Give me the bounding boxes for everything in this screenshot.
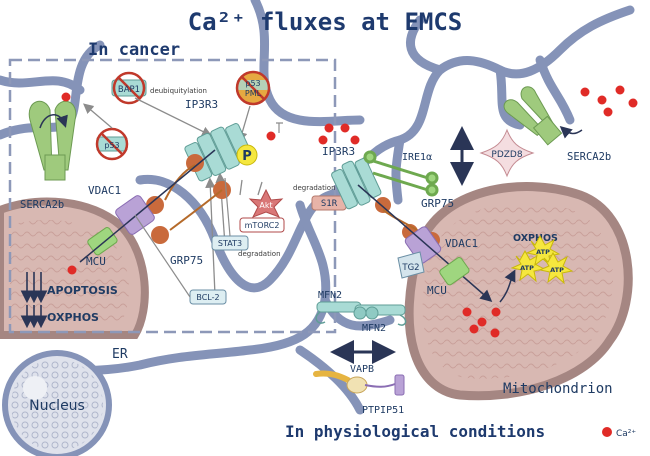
- serca2b-label-cancer: SERCA2b: [20, 199, 64, 211]
- degradation-label-phys: degradation: [293, 184, 336, 192]
- ca-flux-line-phys: [357, 184, 493, 302]
- bap1-inhibited: [111, 71, 147, 105]
- ip3r3-channel-phys: [331, 157, 382, 210]
- bap1-label: BAP1: [118, 85, 140, 95]
- calcium-ions-mito: [462, 307, 501, 338]
- nucleus: [2, 350, 112, 456]
- stat3-label: STAT3: [218, 239, 242, 248]
- p53-label-top: p53: [245, 79, 260, 88]
- akt-label: Akt: [259, 201, 272, 210]
- calcium-legend-dot: [602, 427, 612, 437]
- stat3-ip3r3-link: [224, 177, 231, 237]
- deubiquitylation-label: deubiquitylation: [150, 87, 207, 95]
- bcl2-ip3r3-link: [134, 214, 191, 298]
- bcl2-label: BCL-2: [196, 293, 219, 302]
- pdzd8-label: PDZD8: [491, 150, 522, 160]
- cancer-panel-title: In cancer: [88, 40, 180, 60]
- ca-flux-line-cancer: [79, 149, 216, 263]
- p53-inhibited-mid: [95, 127, 129, 161]
- atp-production-arrow: [499, 269, 516, 303]
- grp75-label-phys: GRP75: [421, 197, 454, 210]
- ip3r3-label-phys: IP3R3: [322, 145, 355, 158]
- mitochondrion-label: Mitochondrion: [503, 381, 613, 397]
- downregulation-arrows: [20, 272, 48, 329]
- akt-star: [248, 188, 284, 218]
- p53-label-mid: p53: [104, 141, 119, 150]
- er-label: ER: [112, 347, 128, 362]
- serca-reuptake-arrow-cancer: [39, 114, 68, 129]
- serca2b-label-phys: SERCA2b: [567, 151, 611, 163]
- vdac1-label-cancer: VDAC1: [88, 184, 121, 197]
- ire1a-dimer: [363, 150, 439, 197]
- pdzd8-star: [479, 128, 535, 178]
- pml-label: PML: [245, 89, 262, 98]
- calcium-legend: Ca²⁺: [602, 427, 636, 439]
- serca2b-pump-phys: [503, 86, 563, 146]
- grp75-linker-cancer: [164, 164, 223, 231]
- ip3r3-label-cancer: IP3R3: [185, 98, 218, 111]
- atp-label-1: ATP: [520, 264, 534, 272]
- pml-inhibition-bar: [276, 122, 283, 133]
- atp-label-3: ATP: [550, 266, 564, 274]
- tg2-shape: [397, 251, 425, 279]
- vapb-label: VAPB: [350, 364, 374, 375]
- calcium-ions-er: [318, 123, 360, 145]
- mtorc2-box: [239, 217, 285, 233]
- phosphorylation-marker: [236, 144, 258, 166]
- tg2-label: TG2: [401, 263, 419, 273]
- serca-reuptake-arrow-phys: [559, 126, 583, 139]
- serca2b-pump-cancer: [28, 100, 77, 181]
- calcium-ions-cytosol: [580, 85, 638, 117]
- mfn2-label-b: MFN2: [362, 323, 386, 334]
- diagram-title: Ca²⁺ fluxes at EMCS: [188, 8, 463, 36]
- grp75-label-cancer: GRP75: [170, 254, 203, 267]
- atp-label-2: ATP: [536, 248, 550, 256]
- mitochondrion-physiological: [404, 182, 633, 401]
- mcu-label-phys: MCU: [427, 284, 447, 297]
- calcium-ions-cancer: [61, 92, 276, 275]
- ptpip51-label: PTPIP51: [362, 405, 404, 416]
- grp75-linker-phys: [382, 209, 421, 233]
- degradation-label-cancer: degradation: [238, 250, 281, 258]
- p53-pml-inhibited: [235, 70, 271, 106]
- phosphorylation-label: P: [242, 149, 252, 164]
- physiological-panel-title: In physiological conditions: [285, 422, 545, 441]
- er-membrane: [0, 0, 635, 415]
- mfn2-tether: [315, 301, 407, 326]
- s1r-label: S1R: [321, 199, 338, 209]
- mfn2-label-a: MFN2: [318, 290, 342, 301]
- mtorc2-label: mTORC2: [245, 221, 280, 230]
- oxphos-label-cancer: OXPHOS: [47, 311, 99, 324]
- apoptosis-label: APOPTOSIS: [47, 284, 118, 297]
- nucleus-label: Nucleus: [29, 398, 85, 414]
- calcium-legend-label: Ca²⁺: [616, 429, 636, 439]
- atp-cluster: [510, 234, 574, 285]
- vdac1-label-phys: VDAC1: [445, 237, 478, 250]
- mcu-phys: [439, 257, 470, 286]
- mcu-label-cancer: MCU: [86, 255, 106, 268]
- ire1a-label: IRE1α: [402, 152, 432, 163]
- oxphos-label-phys: OXPHOS: [513, 233, 558, 244]
- vapb-ptpip51-tether: [313, 370, 405, 396]
